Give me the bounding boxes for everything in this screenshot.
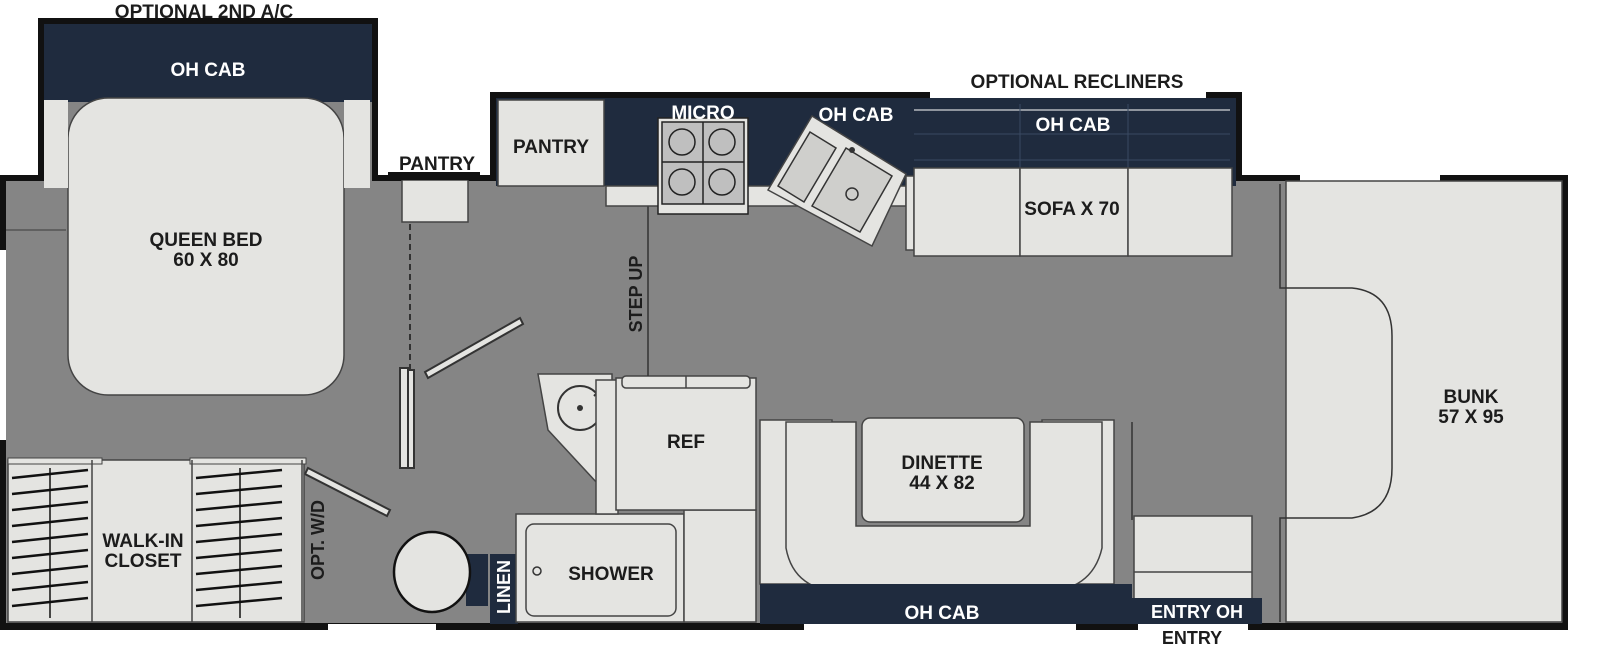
entry-oh-label: ENTRY OH xyxy=(1151,602,1243,622)
bunk xyxy=(1279,180,1563,623)
opt-wd-label: OPT. W/D xyxy=(308,500,328,580)
refrigerator xyxy=(615,375,757,511)
dinette-size-label: 44 X 82 xyxy=(909,473,975,494)
windows xyxy=(0,92,1440,630)
queen-bed xyxy=(67,97,345,396)
bath-doors xyxy=(303,224,525,518)
closet-label: CLOSET xyxy=(104,551,181,572)
bedroom-oh-cab-label: OH CAB xyxy=(171,60,246,81)
bunk-label: BUNK xyxy=(1444,387,1499,408)
bath-wall-block xyxy=(595,379,619,515)
kitchen-oh-cab-label: OH CAB xyxy=(819,105,894,126)
bedroom-oh-cab xyxy=(44,24,372,102)
kitchen-sink xyxy=(766,114,907,248)
dinette xyxy=(759,417,1133,593)
hall-pantry xyxy=(401,179,469,223)
entry-oh-cab xyxy=(1132,598,1262,624)
sofa-label: SOFA X 70 xyxy=(1024,199,1119,220)
closet-hangers xyxy=(11,468,283,618)
queen-bed-size-label: 60 X 80 xyxy=(173,250,239,271)
sofa-oh-cab-label: OH CAB xyxy=(1036,115,1111,136)
kitchen-pantry-label: PANTRY xyxy=(513,137,589,158)
bath-vanity-base xyxy=(683,509,757,623)
ref-label: REF xyxy=(667,432,705,453)
sofa-oh-cab-dividers xyxy=(914,104,1230,168)
dinette-oh-cab xyxy=(760,584,1132,624)
optional-2nd-ac-label: OPTIONAL 2ND A/C xyxy=(115,2,294,23)
shower xyxy=(515,513,685,623)
nightstand-right xyxy=(344,100,370,188)
shower-label: SHOWER xyxy=(568,564,654,585)
micro-label: MICRO xyxy=(671,103,734,124)
nightstand-left xyxy=(44,100,68,188)
kitchen-pantry xyxy=(497,99,605,187)
toilet xyxy=(392,530,488,614)
dinette-label: DINETTE xyxy=(901,453,982,474)
walk-in-label: WALK-IN xyxy=(102,531,183,552)
step-up-label: STEP UP xyxy=(626,256,646,333)
sofa xyxy=(913,167,1233,257)
hall-pantry-wall xyxy=(388,172,480,180)
entry-door-gap xyxy=(1138,624,1248,630)
linen-cabinet xyxy=(490,554,518,624)
linen-label: LINEN xyxy=(494,560,514,614)
bunk-size-label: 57 X 95 xyxy=(1438,407,1504,428)
optional-recliners-label: OPTIONAL RECLINERS xyxy=(971,72,1184,93)
kitchen-corner-base xyxy=(905,175,915,251)
walk-in-closet xyxy=(7,457,307,623)
entry-step xyxy=(1133,515,1253,601)
cooktop xyxy=(657,117,749,215)
hall-pantry-label: PANTRY xyxy=(399,154,475,175)
entry-label: ENTRY xyxy=(1162,628,1222,648)
dinette-oh-cab-label: OH CAB xyxy=(905,603,980,624)
queen-bed-label: QUEEN BED xyxy=(150,230,263,251)
